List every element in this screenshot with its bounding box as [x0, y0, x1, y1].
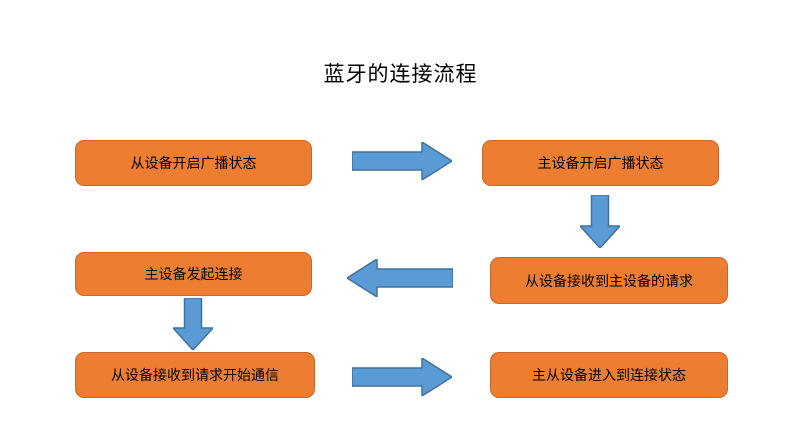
flow-box-label: 从设备接收到主设备的请求 — [525, 272, 693, 289]
flow-box-master-broadcast: 主设备开启广播状态 — [482, 140, 719, 186]
flow-box-label: 主设备发起连接 — [144, 266, 243, 282]
flow-arrow-down-icon — [173, 298, 213, 350]
flow-box-label: 从设备接收到请求开始通信 — [111, 367, 279, 383]
flow-box-label: 主从设备进入到连接状态 — [532, 367, 686, 383]
flow-arrow-right-icon — [352, 358, 452, 396]
page-title: 蓝牙的连接流程 — [323, 63, 478, 86]
flow-box-slave-receive-request: 从设备接收到主设备的请求 — [490, 257, 728, 304]
flow-box-connected-state: 主从设备进入到连接状态 — [490, 352, 728, 398]
flow-arrow-left-icon — [347, 259, 453, 297]
flow-box-label: 从设备开启广播状态 — [130, 155, 257, 171]
flow-arrow-right-icon — [352, 142, 452, 180]
flow-box-slave-broadcast: 从设备开启广播状态 — [75, 140, 312, 186]
flow-box-master-initiate: 主设备发起连接 — [75, 252, 312, 296]
flow-arrow-down-icon — [580, 195, 620, 248]
flow-box-label: 主设备开启广播状态 — [537, 155, 664, 171]
flow-box-slave-start-comm: 从设备接收到请求开始通信 — [75, 352, 315, 398]
